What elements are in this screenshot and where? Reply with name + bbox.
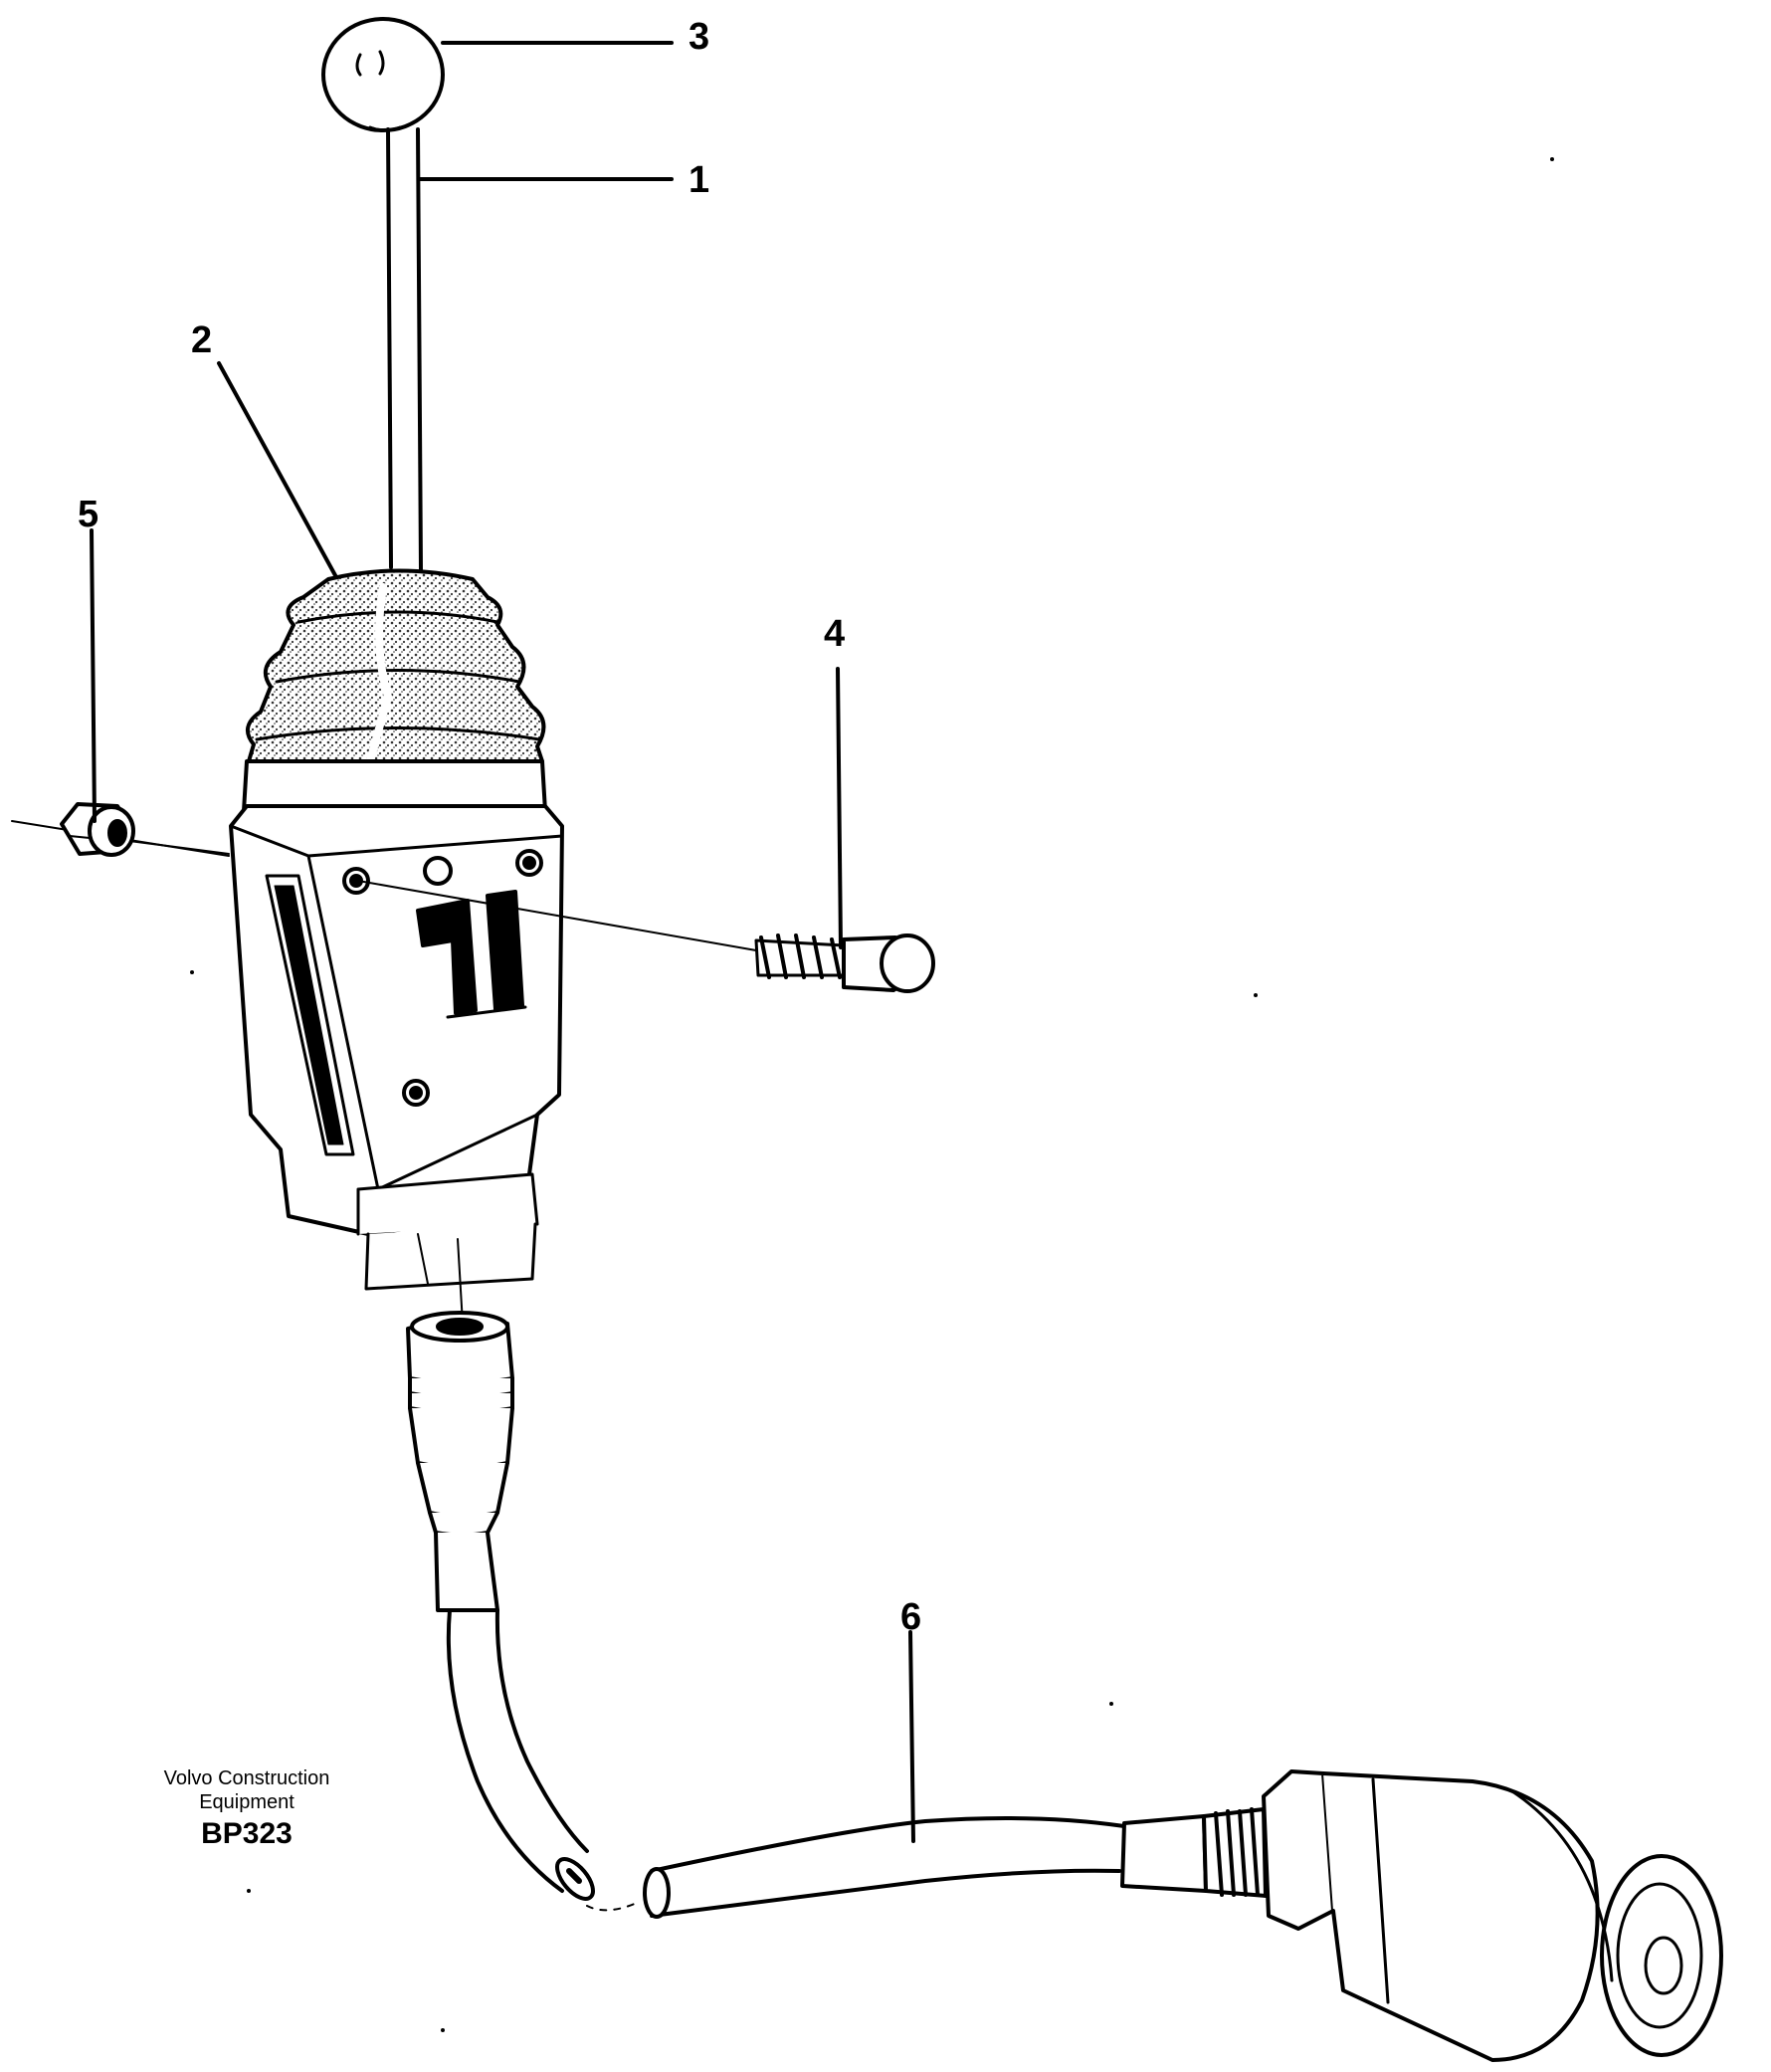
- spring-bolt: [754, 933, 935, 993]
- leader-line-6: [908, 1630, 915, 1843]
- knob: [321, 17, 445, 132]
- callout-4: 4: [824, 613, 846, 655]
- cable-plug: [406, 1311, 1723, 2062]
- leader-line-5: [90, 528, 97, 823]
- caption-line-2: Equipment: [199, 1791, 295, 1813]
- leader-line-2: [217, 361, 338, 579]
- leader-line-4: [836, 667, 843, 949]
- callout-1: 1: [689, 159, 710, 201]
- control-housing: [229, 759, 564, 1291]
- rubber-boot: [245, 568, 546, 765]
- caption: Volvo Construction Equipment BP323: [117, 1766, 376, 1854]
- caption-line-1: Volvo Construction: [163, 1767, 330, 1789]
- callout-5: 5: [78, 494, 99, 535]
- nut: [60, 802, 135, 857]
- lever: [386, 127, 423, 571]
- callout-3: 3: [689, 16, 710, 58]
- drawing-code: BP323: [201, 1817, 293, 1850]
- callout-6: 6: [900, 1596, 922, 1638]
- callout-2: 2: [191, 319, 213, 361]
